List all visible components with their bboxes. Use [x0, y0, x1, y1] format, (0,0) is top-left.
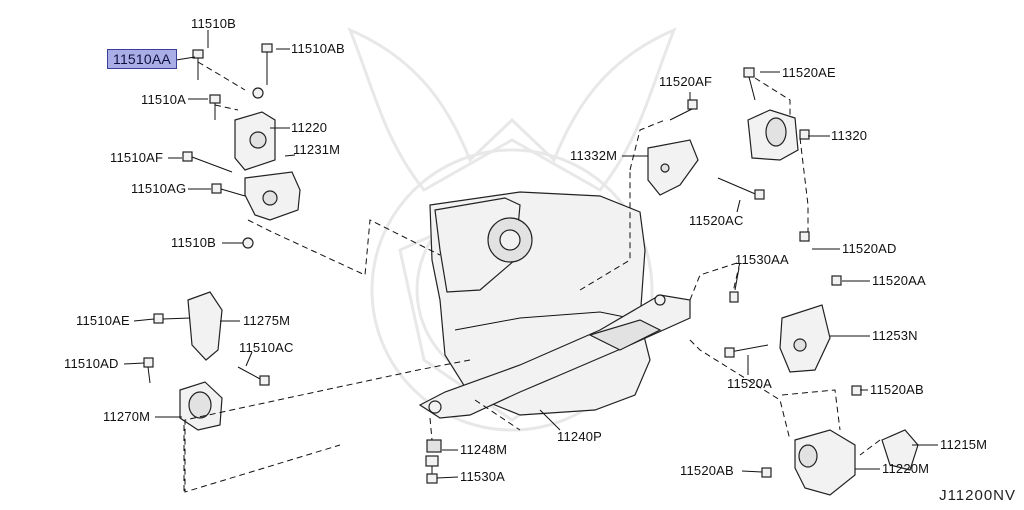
- mount-11320-assembly: [647, 67, 810, 242]
- mount-11270M-assembly: [143, 291, 270, 431]
- label-11520AF[interactable]: 11520AF: [659, 74, 713, 89]
- label-11253N[interactable]: 11253N: [872, 328, 918, 343]
- label-11220M[interactable]: 11220M: [882, 461, 930, 476]
- label-11530A[interactable]: 11530A: [460, 469, 506, 484]
- label-11231M[interactable]: 11231M: [293, 142, 341, 157]
- bolts-left-upper: [182, 43, 273, 249]
- guide-lines: [183, 61, 881, 493]
- label-11530AA[interactable]: 11530AA: [735, 252, 789, 267]
- mount-11220-assembly: [234, 111, 301, 221]
- label-11520AE[interactable]: 11520AE: [782, 65, 836, 80]
- label-11275M[interactable]: 11275M: [243, 313, 291, 328]
- label-11510AC[interactable]: 11510AC: [239, 340, 294, 355]
- label-11520AB-bottom[interactable]: 11520AB: [680, 463, 734, 478]
- label-11320[interactable]: 11320: [831, 128, 868, 143]
- label-11220[interactable]: 11220: [291, 120, 328, 135]
- label-11510AF[interactable]: 11510AF: [110, 150, 164, 165]
- label-11520AA[interactable]: 11520AA: [872, 273, 926, 288]
- label-11520AB-top[interactable]: 11520AB: [870, 382, 924, 397]
- bolts-bottom-center: [425, 439, 442, 484]
- mount-11220M-assembly: [761, 385, 919, 496]
- label-leaders: [123, 30, 938, 479]
- label-11248M[interactable]: 11248M: [460, 442, 508, 457]
- crossmember-11240P: [418, 294, 691, 419]
- label-11510AD[interactable]: 11510AD: [64, 356, 119, 371]
- label-11510B-bottom[interactable]: 11510B: [171, 235, 217, 250]
- bracket-11253N: [724, 275, 842, 373]
- label-11332M[interactable]: 11332M: [570, 148, 618, 163]
- label-11510AG[interactable]: 11510AG: [131, 181, 187, 196]
- label-11520AC[interactable]: 11520AC: [689, 213, 744, 228]
- diagram-code: J11200NV: [939, 487, 1016, 504]
- label-11215M[interactable]: 11215M: [940, 437, 988, 452]
- label-11510AB[interactable]: 11510AB: [291, 41, 345, 56]
- label-11240P[interactable]: 11240P: [557, 429, 603, 444]
- label-11510B-top[interactable]: 11510B: [191, 16, 237, 31]
- label-11510AA[interactable]: 11510AA: [107, 49, 177, 69]
- label-11510A[interactable]: 11510A: [141, 92, 187, 107]
- label-11510AE[interactable]: 11510AE: [76, 313, 130, 328]
- label-11520AD[interactable]: 11520AD: [842, 241, 897, 256]
- label-11270M[interactable]: 11270M: [103, 409, 151, 424]
- label-11520A[interactable]: 11520A: [727, 376, 773, 391]
